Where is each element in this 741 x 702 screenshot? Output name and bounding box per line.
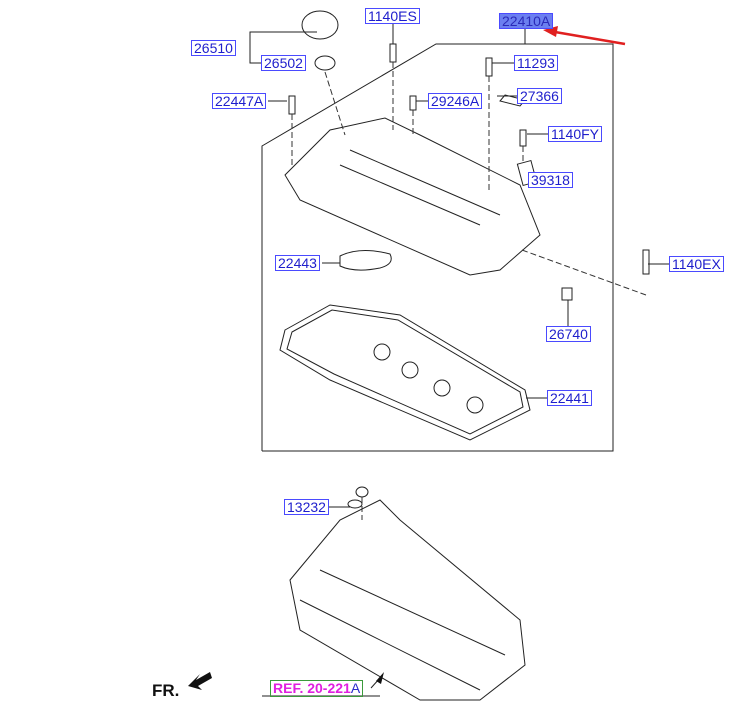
part-label-29246A[interactable]: 29246A <box>428 93 483 109</box>
part-label-26510[interactable]: 26510 <box>191 40 236 56</box>
front-indicator: FR. <box>152 681 180 700</box>
reference-link[interactable]: REF. 20-221A <box>270 680 364 697</box>
red-pointer-arrow <box>543 26 626 46</box>
reference-suffix: A <box>350 680 361 696</box>
cylinder-head <box>289 499 526 701</box>
part-label-22447A[interactable]: 22447A <box>212 93 267 109</box>
part-label-11293[interactable]: 11293 <box>514 55 558 71</box>
part-label-39318[interactable]: 39318 <box>528 172 573 188</box>
rocker-cover <box>284 117 541 276</box>
cover-gasket-small <box>339 250 392 271</box>
part-label-1140EX[interactable]: 1140EX <box>669 256 724 272</box>
oil-filler-cap <box>301 10 339 40</box>
part-label-22410A-selected[interactable]: 22410A <box>499 13 554 29</box>
reference-prefix: REF. 20-221 <box>273 680 351 696</box>
part-label-13232[interactable]: 13232 <box>284 499 329 515</box>
part-label-1140ES[interactable]: 1140ES <box>365 8 420 24</box>
part-label-27366[interactable]: 27366 <box>517 88 562 104</box>
part-label-26502[interactable]: 26502 <box>261 55 306 71</box>
front-arrow-icon <box>188 672 212 690</box>
part-label-1140FY[interactable]: 1140FY <box>548 126 602 142</box>
part-label-22443[interactable]: 22443 <box>275 255 320 271</box>
part-label-22441[interactable]: 22441 <box>547 390 592 406</box>
cover-gasket <box>279 304 531 441</box>
part-label-26740[interactable]: 26740 <box>546 326 591 342</box>
cap-gasket <box>314 55 336 71</box>
